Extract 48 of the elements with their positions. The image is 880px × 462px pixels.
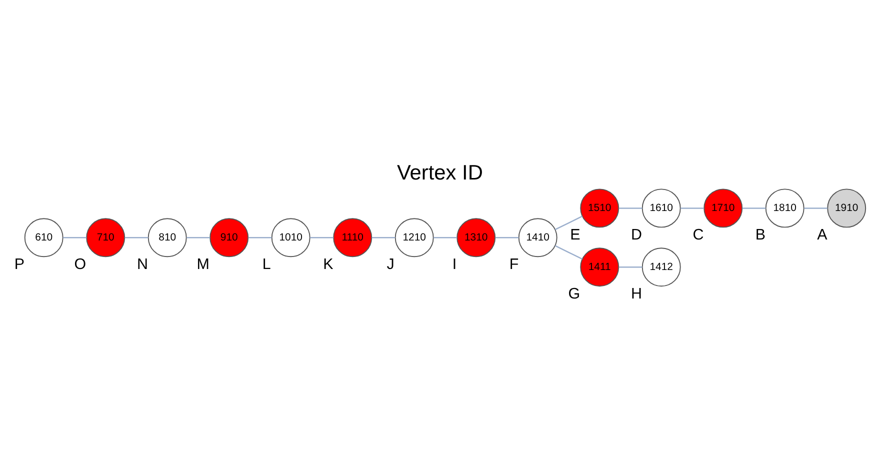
node-circle: 1410 (518, 218, 558, 258)
node-circle: 710 (86, 218, 126, 258)
node-label: F (509, 256, 519, 273)
node-label: H (630, 285, 642, 302)
connector (124, 237, 148, 238)
node-label: L (262, 256, 271, 273)
diagram-title: Vertex ID (397, 161, 483, 184)
node-circle: 1411 (580, 248, 620, 287)
connector (248, 237, 272, 238)
node-label: K (323, 256, 334, 273)
node-circle: 1010 (271, 218, 310, 258)
connector (618, 266, 642, 268)
node-circle: 810 (148, 218, 187, 258)
node-circle: 910 (210, 218, 249, 258)
node-circle: 1412 (642, 248, 681, 287)
node-circle: 1210 (394, 218, 434, 258)
node-label: J (386, 256, 394, 273)
connector (804, 208, 828, 209)
node-label: A (817, 226, 828, 244)
connector (618, 208, 642, 209)
node-circle: 1310 (456, 218, 496, 258)
node-label: M (196, 256, 210, 273)
node-circle: 1710 (704, 188, 743, 228)
node-label: G (568, 285, 580, 302)
node-circle: 1510 (580, 188, 620, 228)
node-circle: 610 (24, 218, 64, 258)
connector (742, 208, 766, 209)
connector (680, 208, 704, 209)
node-circle: 1610 (642, 188, 681, 228)
node-label: N (136, 256, 148, 273)
connector (495, 237, 519, 238)
node-label: I (452, 256, 457, 273)
node-circle: 1810 (765, 188, 804, 228)
node-label: O (74, 256, 86, 273)
node-circle: 1910 (827, 188, 866, 228)
connector (372, 237, 396, 238)
connector (63, 237, 86, 238)
connector (310, 237, 334, 238)
node-circle: 1110 (333, 218, 372, 258)
connector (554, 245, 583, 260)
node-label: E (570, 226, 580, 244)
connector (434, 237, 457, 238)
node-label: C (692, 226, 704, 244)
node-label: B (755, 226, 766, 244)
connector (186, 237, 210, 238)
node-label: P (14, 256, 25, 273)
connector (554, 216, 583, 230)
node-label: D (630, 226, 642, 244)
